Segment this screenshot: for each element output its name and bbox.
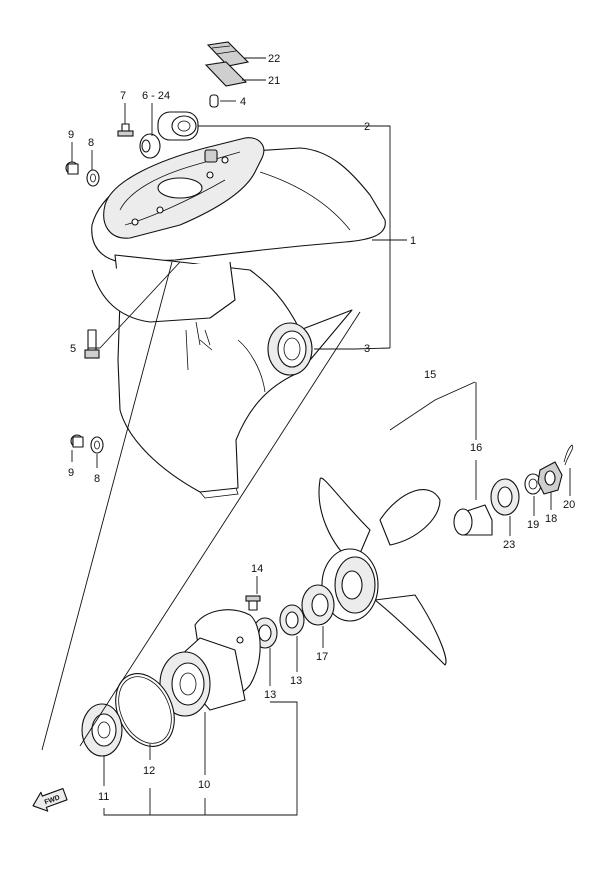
callout-6-24: 6 - 24 (142, 90, 170, 102)
callout-22: 22 (268, 53, 280, 65)
callout-23: 23 (503, 539, 515, 551)
callout-13-inner: 13 (264, 689, 276, 701)
callout-13-outer: 13 (290, 675, 302, 687)
callout-4: 4 (240, 96, 246, 108)
propeller-15 (318, 477, 447, 666)
cotter-pin-20 (563, 444, 574, 466)
callout-15: 15 (424, 369, 436, 381)
dowel-pin-4 (209, 94, 219, 108)
callout-21: 21 (268, 75, 280, 87)
callout-9-upper: 9 (68, 129, 74, 141)
oil-seal-3 (267, 322, 313, 376)
bearing-2 (157, 111, 199, 141)
callout-5: 5 (70, 343, 76, 355)
callout-17: 17 (316, 651, 328, 663)
callout-12: 12 (143, 765, 155, 777)
callout-16: 16 (470, 442, 482, 454)
prop-shaft-housing-10 (159, 609, 261, 717)
callout-8-lower: 8 (94, 473, 100, 485)
callout-2: 2 (364, 121, 370, 133)
callout-3: 3 (364, 343, 370, 355)
oil-seal-11 (81, 703, 123, 757)
callout-14: 14 (251, 563, 263, 575)
washer-23 (490, 478, 520, 516)
bearing-13-outer (279, 604, 305, 636)
callout-19: 19 (527, 519, 539, 531)
spacer-16 (453, 504, 493, 536)
callout-labels: 22 21 4 7 6 - 24 2 9 8 1 5 3 15 16 9 8 2… (68, 53, 575, 803)
gasket-8-upper (86, 169, 100, 187)
bushing-6-24 (139, 133, 161, 159)
nut-18 (537, 461, 563, 495)
fwd-arrow-icon: FWD (32, 787, 68, 812)
bolt-5 (84, 329, 100, 359)
bolt-7 (117, 123, 134, 137)
callout-18: 18 (545, 513, 557, 525)
callout-8-upper: 8 (88, 137, 94, 149)
callout-1: 1 (410, 235, 416, 247)
rubber-seal-21 (204, 61, 248, 87)
bolt-14 (245, 595, 261, 611)
thrust-washer-17 (301, 584, 335, 626)
callout-7: 7 (120, 90, 126, 102)
gasket-8-lower (90, 436, 104, 454)
callout-20: 20 (563, 499, 575, 511)
callout-11: 11 (98, 791, 109, 803)
mounting-plate (103, 137, 265, 239)
callout-10: 10 (198, 779, 210, 791)
plug-9-upper (65, 161, 79, 175)
rubber-seal-22 (206, 41, 250, 67)
plug-9-lower (70, 434, 84, 448)
callout-9-lower: 9 (68, 467, 74, 479)
